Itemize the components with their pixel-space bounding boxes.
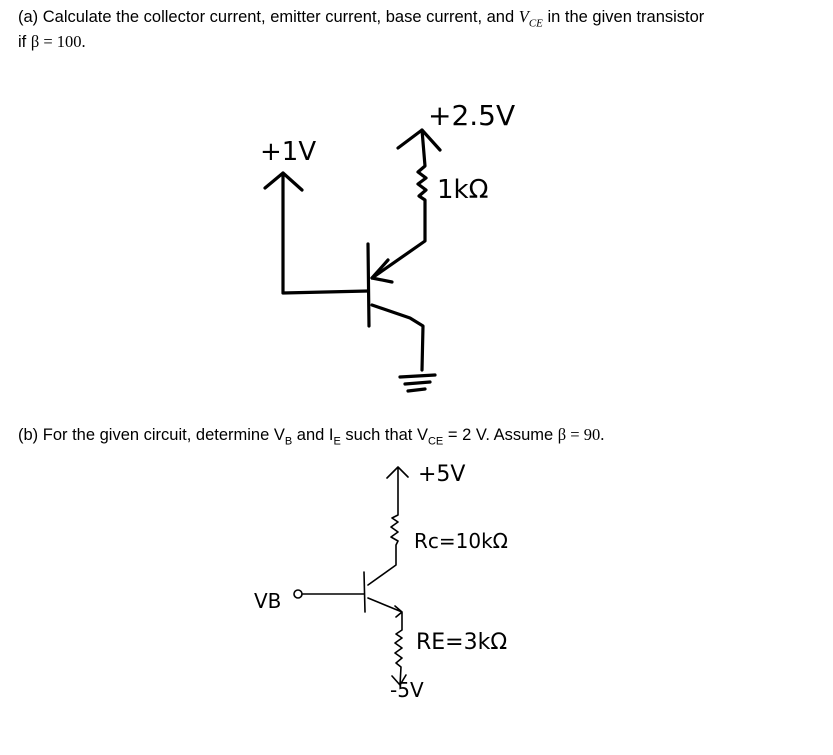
- vb-label: VB: [254, 589, 281, 613]
- emitter-resistor-wire: [367, 597, 407, 686]
- question-b: (b) For the given circuit, determine VB …: [18, 425, 605, 448]
- base-bar: [366, 242, 371, 328]
- collector-ground: [370, 303, 437, 393]
- emitter-supply-label: +2.5V: [428, 99, 515, 132]
- circuit-b: +5V Rc=10kΩ RE=3kΩ -5V VB: [254, 462, 508, 702]
- collector-resistor-wire: [367, 466, 409, 586]
- rc-label: Rc=10kΩ: [414, 529, 508, 553]
- resistor-label: 1kΩ: [437, 175, 488, 205]
- input-terminal: [293, 589, 303, 599]
- circuit-a: +1V +2.5V 1kΩ: [260, 99, 515, 393]
- base-supply-label: +1V: [260, 137, 316, 167]
- emitter-arrow: [370, 258, 394, 284]
- bottom-supply-label: -5V: [390, 678, 424, 702]
- re-label: RE=3kΩ: [416, 630, 507, 655]
- base-wire: [263, 171, 370, 295]
- base-bar: [363, 571, 366, 613]
- question-a-line1: (a) Calculate the collector current, emi…: [18, 7, 705, 30]
- question-a-line2: if β = 100.: [18, 32, 86, 51]
- emitter-resistor-wire: [370, 128, 442, 280]
- top-supply-label: +5V: [418, 462, 465, 487]
